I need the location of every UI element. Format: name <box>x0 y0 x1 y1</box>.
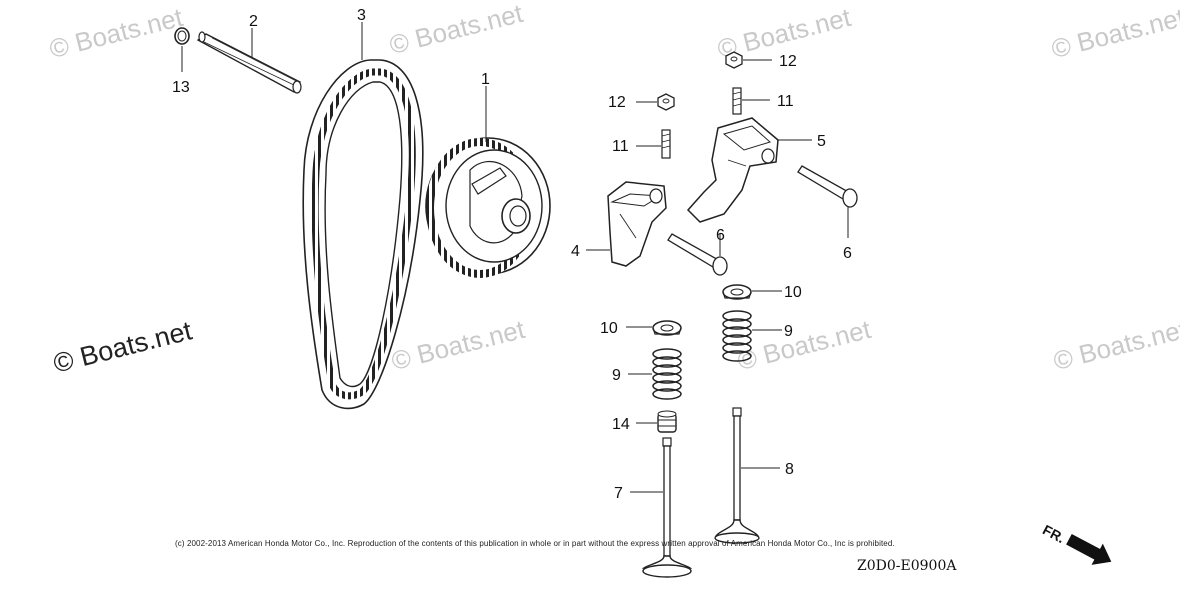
front-direction-indicator: FR. <box>1040 519 1120 569</box>
rocker-arm-5[interactable] <box>686 117 779 223</box>
callout-2: 2 <box>249 13 258 30</box>
callout-10-right: 10 <box>784 284 802 301</box>
callout-13: 13 <box>172 79 190 96</box>
diagram-code: Z0D0-E0900A <box>857 558 957 574</box>
nut-12-right[interactable] <box>725 51 743 69</box>
callout-6-right: 6 <box>843 245 852 262</box>
washer-13[interactable] <box>174 27 190 45</box>
spring-retainer-10-left[interactable] <box>652 320 682 336</box>
callout-11-right: 11 <box>777 93 794 110</box>
callout-6-left: 6 <box>716 227 725 244</box>
stud-11-right[interactable] <box>732 87 742 115</box>
callout-9-right: 9 <box>784 323 793 340</box>
arrow-icon: FR. <box>1040 521 1112 565</box>
callout-10-left: 10 <box>600 320 618 337</box>
shaft-2[interactable] <box>196 31 302 94</box>
callout-4: 4 <box>571 243 580 260</box>
timing-belt-3[interactable] <box>302 59 424 410</box>
callout-12-left: 12 <box>608 94 626 111</box>
cam-pulley-1[interactable] <box>425 137 551 278</box>
valve-spring-9-left[interactable] <box>652 348 682 400</box>
callout-14: 14 <box>612 416 630 433</box>
callout-9-left: 9 <box>612 367 621 384</box>
rocker-pin-6-right[interactable] <box>797 165 858 208</box>
intake-valve-7[interactable] <box>641 437 693 578</box>
rocker-arm-4[interactable] <box>607 181 667 267</box>
front-label: FR. <box>1040 521 1067 546</box>
stud-11-left[interactable] <box>661 129 671 159</box>
spring-retainer-10-right[interactable] <box>722 284 752 300</box>
exhaust-valve-8[interactable] <box>714 407 760 544</box>
callout-11-left: 11 <box>612 138 629 155</box>
callout-3: 3 <box>357 7 366 24</box>
callout-12-right: 12 <box>779 53 797 70</box>
nut-12-left[interactable] <box>657 93 675 111</box>
rocker-pin-6-left[interactable] <box>667 233 728 276</box>
valve-spring-9-right[interactable] <box>722 310 752 362</box>
callout-1: 1 <box>481 71 490 88</box>
callout-5: 5 <box>817 133 826 150</box>
callout-7: 7 <box>614 485 623 502</box>
copyright-notice: (c) 2002-2013 American Honda Motor Co., … <box>175 539 895 548</box>
valve-stem-seal-14[interactable] <box>657 410 677 433</box>
callout-8: 8 <box>785 461 794 478</box>
